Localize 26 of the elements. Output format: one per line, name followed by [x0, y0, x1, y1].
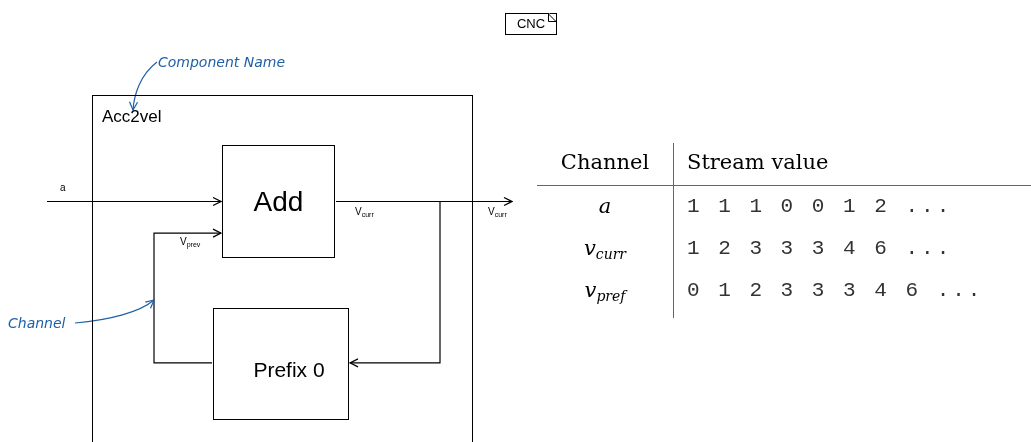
note-box: [505, 13, 557, 35]
arrow: [46, 196, 222, 207]
edge-label: V$_{prev}$: [180, 237, 201, 247]
stream-values: 1 1 1 0 0 1 2 ...: [687, 195, 953, 219]
annotation-text: Channel: [8, 315, 66, 331]
component-title: Acc2vel: [102, 106, 162, 128]
leader-arrow: [129, 61, 158, 111]
arrow: [335, 200, 441, 368]
arrow: [153, 228, 222, 364]
process-box: [213, 308, 349, 420]
node-label: Prefix 0: [253, 357, 325, 384]
edge-label: V$_{curr}$: [488, 207, 507, 217]
column-header: Stream value: [687, 150, 829, 175]
stream-values: 1 2 3 3 3 4 6 ...: [687, 237, 953, 261]
channel-name: v$_{curr}$: [583, 235, 627, 264]
edge-label: V$_{curr}$: [355, 207, 374, 217]
process-box: [222, 145, 335, 258]
annotation-text: Component Name: [158, 54, 286, 70]
node-label: CNC: [516, 15, 546, 34]
leader-arrow: [74, 299, 155, 324]
channel-name: v$_{pref}$: [584, 277, 626, 306]
channel-name: a: [598, 193, 612, 221]
node-label: Add: [253, 184, 304, 219]
column-header: Channel: [560, 149, 650, 177]
edge-label: a: [60, 183, 66, 193]
stream-values: 0 1 2 3 3 3 4 6 ...: [687, 279, 984, 303]
